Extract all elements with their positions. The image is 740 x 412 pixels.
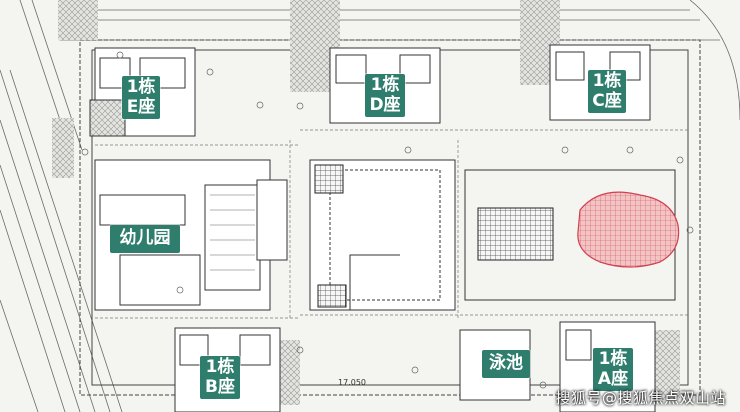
building-d-label[interactable]: 1栋 D座 [365, 74, 405, 118]
kindergarten-label[interactable]: 幼儿园 [110, 225, 180, 253]
pink-landmark [577, 191, 680, 268]
right-boundary [689, 0, 740, 121]
elevation-marker: 17.050 [338, 378, 366, 387]
watermark: 搜狐号@搜狐焦点双山站 [555, 389, 726, 407]
building-a-line2: A座 [597, 368, 629, 389]
building-a-label[interactable]: 1栋 A座 [593, 348, 633, 392]
building-d-line1: 1栋 [370, 75, 400, 95]
site-boundary [79, 39, 701, 396]
hatched-landscape [52, 0, 680, 405]
building-a-line1: 1栋 [598, 349, 628, 369]
building-e-line2: E座 [126, 96, 156, 117]
building-d-line2: D座 [369, 94, 401, 115]
building-c-label[interactable]: 1栋 C座 [588, 70, 626, 114]
site-detail-circles [81, 51, 694, 389]
building-c-line2: C座 [592, 90, 622, 111]
grid-squares [314, 164, 554, 308]
building-b-line1: 1栋 [205, 357, 235, 377]
building-b-label[interactable]: 1栋 B座 [200, 356, 240, 400]
pool-label[interactable]: 泳池 [482, 350, 530, 378]
building-c-line1: 1栋 [592, 71, 622, 91]
building-e-label[interactable]: 1栋 E座 [122, 76, 160, 120]
building-b-line2: B座 [205, 376, 235, 397]
building-e-line1: 1栋 [126, 77, 156, 97]
dashed-paths [95, 129, 690, 320]
